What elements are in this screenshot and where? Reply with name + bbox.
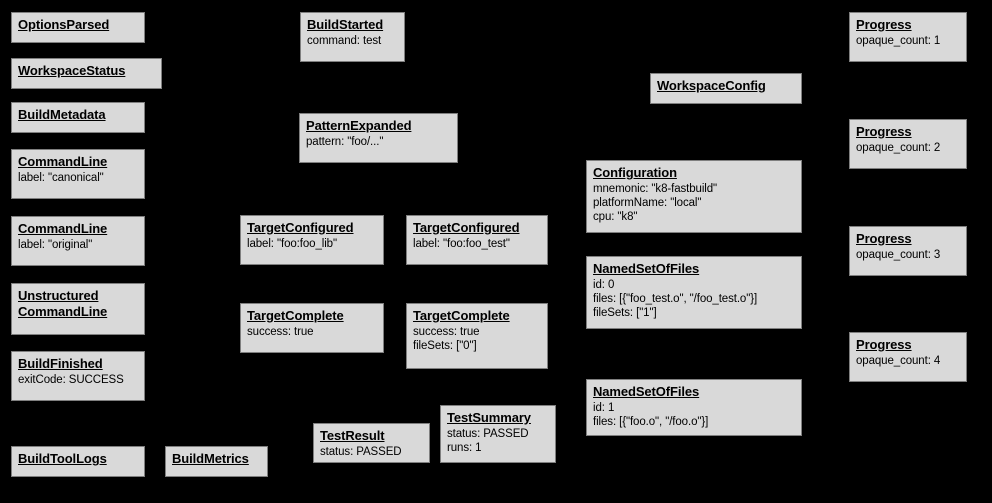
event-node-unstructured-command-line[interactable]: Unstructured CommandLine bbox=[11, 283, 145, 335]
event-node-field: opaque_count: 4 bbox=[856, 354, 941, 367]
event-node-field: cpu: "k8" bbox=[593, 210, 638, 223]
event-node-title: TestResult bbox=[320, 428, 385, 443]
event-node-field: success: true bbox=[413, 325, 480, 338]
event-node-build-started[interactable]: BuildStarted command: test bbox=[300, 12, 405, 62]
event-node-pattern-expanded[interactable]: PatternExpanded pattern: "foo/..." bbox=[299, 113, 458, 163]
event-node-target-complete-lib[interactable]: TargetComplete success: true bbox=[240, 303, 384, 353]
event-node-build-metrics[interactable]: BuildMetrics bbox=[165, 446, 268, 477]
event-node-title: OptionsParsed bbox=[18, 17, 110, 32]
event-node-test-result[interactable]: TestResult status: PASSED bbox=[313, 423, 430, 463]
event-node-field: opaque_count: 2 bbox=[856, 141, 941, 154]
event-node-workspace-status[interactable]: WorkspaceStatus bbox=[11, 58, 162, 89]
event-node-workspace-config[interactable]: WorkspaceConfig bbox=[650, 73, 802, 104]
event-node-target-configured-test[interactable]: TargetConfigured label: "foo:foo_test" bbox=[406, 215, 548, 265]
event-node-title: WorkspaceStatus bbox=[18, 63, 126, 78]
event-node-title: BuildFinished bbox=[18, 356, 103, 371]
event-node-field: fileSets: ["0"] bbox=[413, 339, 477, 352]
event-node-title: BuildStarted bbox=[307, 17, 384, 32]
event-node-progress-3[interactable]: Progress opaque_count: 3 bbox=[849, 226, 967, 276]
event-node-title: Progress bbox=[856, 124, 912, 139]
event-node-field: id: 0 bbox=[593, 278, 615, 291]
event-node-title: WorkspaceConfig bbox=[657, 78, 766, 93]
event-node-field: label: "original" bbox=[18, 238, 93, 251]
event-node-build-finished[interactable]: BuildFinished exitCode: SUCCESS bbox=[11, 351, 145, 401]
event-node-field: runs: 1 bbox=[447, 441, 482, 454]
event-node-command-line-original[interactable]: CommandLine label: "original" bbox=[11, 216, 145, 266]
event-node-field: command: test bbox=[307, 34, 382, 47]
event-node-options-parsed[interactable]: OptionsParsed bbox=[11, 12, 145, 43]
event-node-title: TargetConfigured bbox=[247, 220, 354, 235]
event-node-field: mnemonic: "k8-fastbuild" bbox=[593, 182, 718, 195]
event-node-field: opaque_count: 1 bbox=[856, 34, 941, 47]
event-node-title: BuildToolLogs bbox=[18, 451, 107, 466]
event-node-field: files: [{"foo.o", "/foo.o"}] bbox=[593, 415, 709, 428]
event-node-title: BuildMetrics bbox=[172, 451, 249, 466]
event-node-field: label: "foo:foo_lib" bbox=[247, 237, 337, 250]
event-node-title: NamedSetOfFiles bbox=[593, 384, 700, 399]
event-node-progress-2[interactable]: Progress opaque_count: 2 bbox=[849, 119, 967, 169]
event-node-build-tool-logs[interactable]: BuildToolLogs bbox=[11, 446, 145, 477]
event-node-title: TestSummary bbox=[447, 410, 531, 425]
event-node-title: Unstructured CommandLine bbox=[18, 288, 108, 319]
event-node-title: Configuration bbox=[593, 165, 677, 180]
event-node-field: opaque_count: 3 bbox=[856, 248, 941, 261]
event-node-field: id: 1 bbox=[593, 401, 615, 414]
event-node-field: exitCode: SUCCESS bbox=[18, 373, 124, 386]
event-node-field: pattern: "foo/..." bbox=[306, 135, 384, 148]
event-node-field: fileSets: ["1"] bbox=[593, 306, 657, 319]
event-node-title: TargetComplete bbox=[413, 308, 510, 323]
event-node-title: TargetConfigured bbox=[413, 220, 520, 235]
event-node-title: CommandLine bbox=[18, 221, 108, 236]
event-node-target-configured-lib[interactable]: TargetConfigured label: "foo:foo_lib" bbox=[240, 215, 384, 265]
event-node-field: files: [{"foo_test.o", "/foo_test.o"}] bbox=[593, 292, 758, 305]
event-node-title: Progress bbox=[856, 231, 912, 246]
event-node-field: label: "foo:foo_test" bbox=[413, 237, 510, 250]
event-node-field: status: PASSED bbox=[447, 427, 529, 440]
event-node-field: platformName: "local" bbox=[593, 196, 702, 209]
event-node-progress-1[interactable]: Progress opaque_count: 1 bbox=[849, 12, 967, 62]
event-node-title: CommandLine bbox=[18, 154, 108, 169]
event-node-field: success: true bbox=[247, 325, 314, 338]
event-node-title: Progress bbox=[856, 17, 912, 32]
event-node-title: BuildMetadata bbox=[18, 107, 106, 122]
event-node-field: label: "canonical" bbox=[18, 171, 104, 184]
event-node-title: NamedSetOfFiles bbox=[593, 261, 700, 276]
event-node-field: status: PASSED bbox=[320, 445, 402, 458]
event-node-progress-4[interactable]: Progress opaque_count: 4 bbox=[849, 332, 967, 382]
event-node-title: PatternExpanded bbox=[306, 118, 412, 133]
event-node-configuration[interactable]: Configuration mnemonic: "k8-fastbuild"pla… bbox=[586, 160, 802, 233]
event-node-title: TargetComplete bbox=[247, 308, 344, 323]
event-node-title: Progress bbox=[856, 337, 912, 352]
event-node-command-line-canonical[interactable]: CommandLine label: "canonical" bbox=[11, 149, 145, 199]
event-node-build-metadata[interactable]: BuildMetadata bbox=[11, 102, 145, 133]
